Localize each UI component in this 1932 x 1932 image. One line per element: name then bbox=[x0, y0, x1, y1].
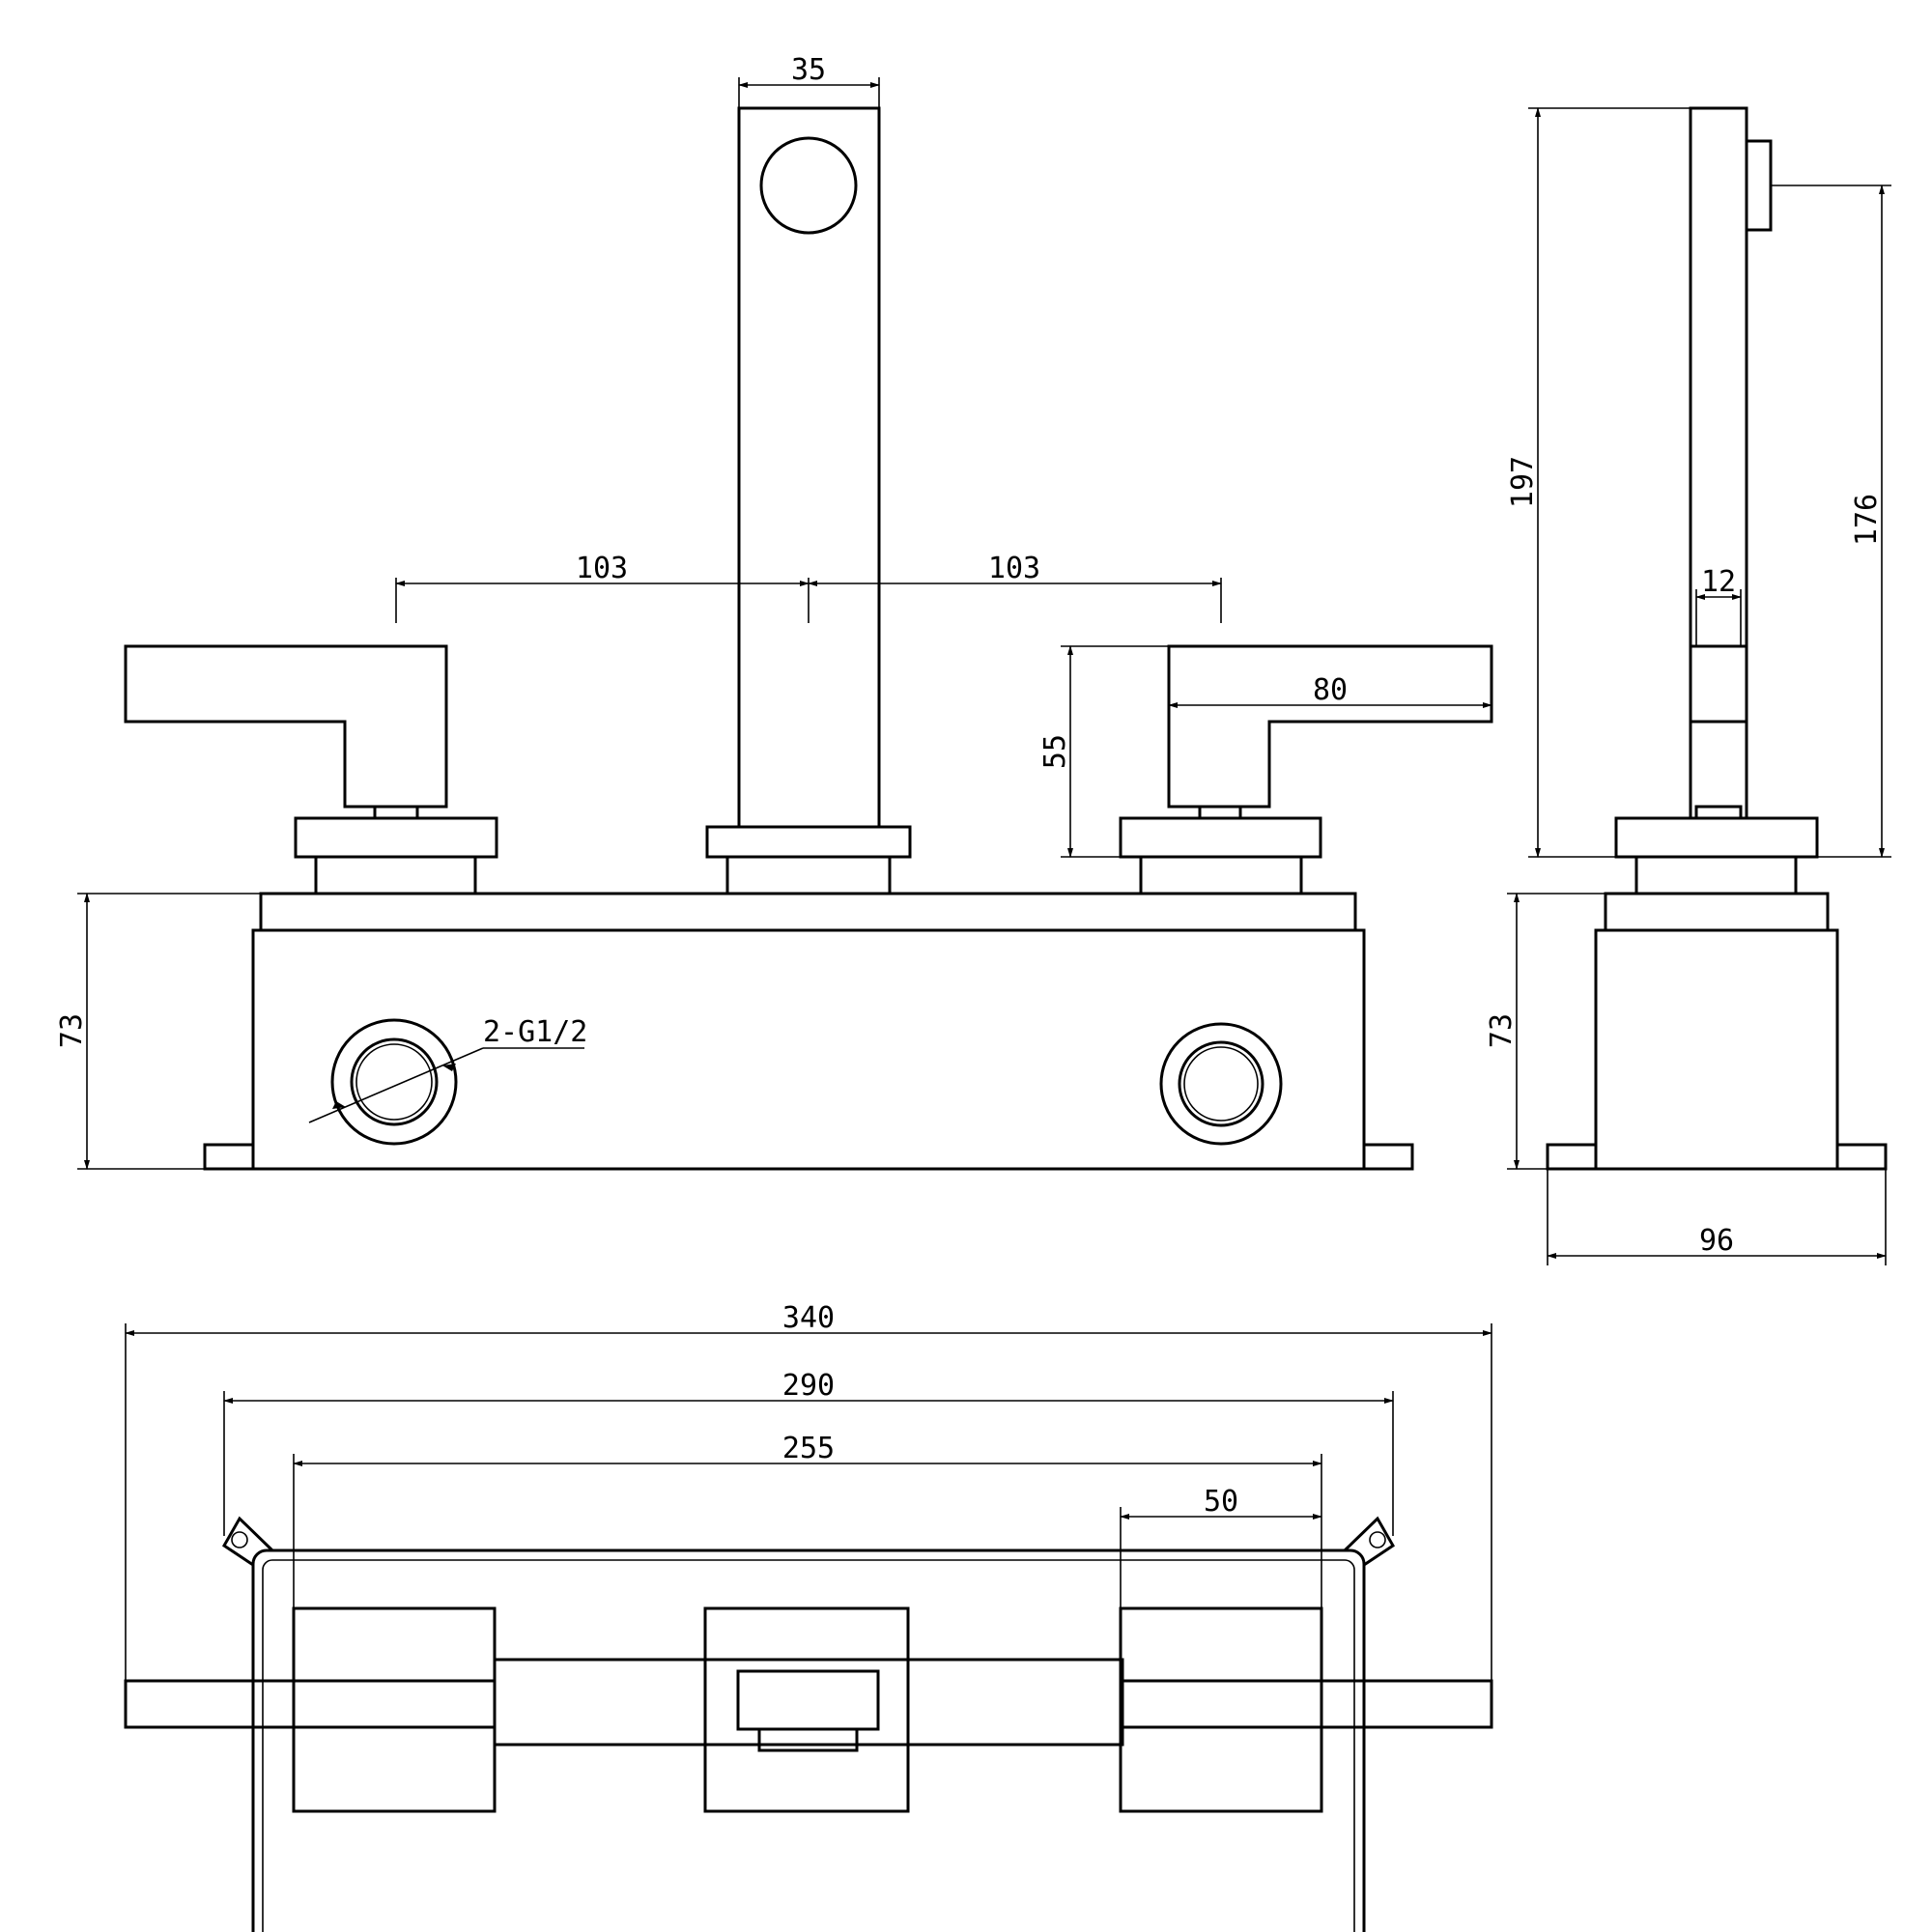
dim-body-length-label: 255 bbox=[782, 1432, 835, 1465]
mounting-plate-top bbox=[222, 1516, 1395, 1932]
left-handle-front bbox=[124, 644, 498, 895]
dim-body-height-front: 73 bbox=[55, 893, 261, 1170]
dim-handle-block: 50 bbox=[1120, 1485, 1322, 1608]
spout-top bbox=[703, 1606, 910, 1813]
dim-handle-height: 55 bbox=[1038, 645, 1169, 858]
dim-spout-outlet-height: 176 bbox=[1771, 185, 1891, 858]
dim-handle-spacing: 103 103 bbox=[395, 552, 1222, 623]
dim-base-depth: 96 bbox=[1547, 1169, 1887, 1265]
dim-spout-thickness: 12 bbox=[1695, 565, 1742, 646]
front-view: 2-G1/2 35 103 103 55 80 bbox=[55, 53, 1493, 1171]
dim-handle-height-label: 55 bbox=[1038, 734, 1072, 769]
dim-total-height: 197 bbox=[1506, 107, 1690, 858]
inlet-right bbox=[1159, 1022, 1283, 1146]
spout-side bbox=[1689, 106, 1773, 820]
dim-plate-length: 290 bbox=[223, 1369, 1394, 1536]
dim-total-height-label: 197 bbox=[1506, 456, 1540, 508]
inlet-left bbox=[330, 1018, 458, 1146]
dim-handle-block-label: 50 bbox=[1204, 1485, 1238, 1519]
side-view: 197 176 12 73 96 bbox=[1485, 106, 1891, 1265]
right-lever-top bbox=[1119, 1679, 1493, 1729]
dim-base-depth-label: 96 bbox=[1699, 1224, 1734, 1258]
dim-spout-width-label: 35 bbox=[791, 53, 826, 87]
dim-spout-outlet-height-label: 176 bbox=[1850, 494, 1884, 546]
right-handle-block-top bbox=[1119, 1606, 1323, 1813]
dim-spacing-left-label: 103 bbox=[576, 552, 628, 585]
inlet-label: 2-G1/2 bbox=[483, 1015, 587, 1049]
dim-body-length: 255 bbox=[293, 1432, 1322, 1608]
dim-handle-length: 80 bbox=[1168, 673, 1492, 708]
body-front bbox=[203, 892, 1414, 1171]
body-side bbox=[1546, 816, 1888, 1171]
spout-front bbox=[705, 106, 912, 895]
dim-body-height-side: 73 bbox=[1485, 893, 1605, 1170]
dim-plate-length-label: 290 bbox=[782, 1369, 835, 1403]
left-lever-top bbox=[124, 1679, 497, 1729]
dim-spacing-right-label: 103 bbox=[988, 552, 1040, 585]
right-handle-front bbox=[1119, 644, 1493, 895]
inlet-leader bbox=[308, 1047, 484, 1123]
dim-body-height-side-label: 73 bbox=[1485, 1013, 1519, 1048]
dim-body-height-front-label: 73 bbox=[55, 1013, 89, 1048]
dim-overall-length-label: 340 bbox=[782, 1301, 835, 1335]
dim-overall-length: 340 bbox=[125, 1301, 1492, 1681]
dim-handle-length-label: 80 bbox=[1313, 673, 1348, 707]
inlet-arrow-a bbox=[332, 1101, 346, 1109]
top-view: 340 290 255 50 bbox=[124, 1301, 1493, 1932]
dim-spout-thickness-label: 12 bbox=[1701, 565, 1736, 599]
left-handle-block-top bbox=[292, 1606, 497, 1813]
dim-spout-width: 35 bbox=[738, 53, 880, 108]
inlet-arrow-b bbox=[442, 1064, 456, 1071]
